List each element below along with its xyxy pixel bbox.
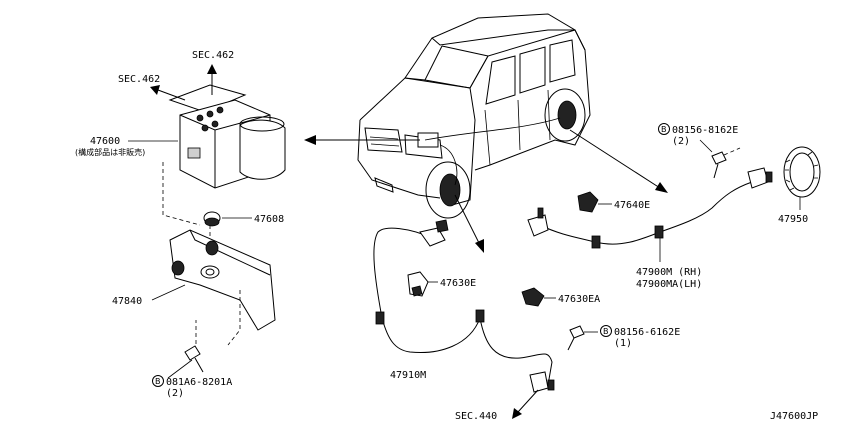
- rubber-mount: [203, 211, 221, 227]
- label-part-08156-8162E: 08156-8162E: [672, 125, 738, 136]
- diagram-id: J47600JP: [770, 411, 818, 422]
- clip-47630E: [407, 271, 429, 297]
- clip-47630EA: [521, 287, 545, 307]
- label-part-08156-8162E-qty: (2): [672, 136, 690, 147]
- tone-ring: [783, 146, 821, 198]
- rear-sensor-harness: [527, 167, 773, 249]
- label-part-08156-6162E-qty: (1): [614, 338, 632, 349]
- label-sec440: SEC.440: [455, 411, 497, 422]
- clip-47640E: [577, 191, 599, 213]
- label-part-47900MA: 47900MA(LH): [636, 279, 702, 290]
- label-part-47640E: 47640E: [614, 200, 650, 211]
- bolt-08156-8162E: [711, 151, 727, 179]
- abs-actuator-unit: [168, 84, 286, 189]
- label-part-47630E: 47630E: [440, 278, 476, 289]
- label-part-47910M: 47910M: [390, 370, 426, 381]
- label-part-47630EA: 47630EA: [558, 294, 600, 305]
- label-part-47900M: 47900M (RH): [636, 267, 702, 278]
- label-sec462-left: SEC.462: [118, 74, 160, 85]
- dashed-leader-actuator: [162, 162, 201, 226]
- label-part-08156-6162E: 08156-6162E: [614, 327, 680, 338]
- label-part-47950: 47950: [778, 214, 808, 225]
- label-part-47600-note: (構成部品は非販売): [75, 147, 145, 157]
- front-sensor-harness: [373, 219, 555, 393]
- bolt-symbol-08156-8162E: B: [661, 125, 667, 134]
- label-part-081A6-qty: (2): [166, 388, 184, 399]
- leader-arrows: [304, 129, 668, 253]
- bolt-symbol-08156-6162E: B: [603, 327, 609, 336]
- bolt-081A6: [184, 345, 204, 373]
- sec462-arrows: [150, 64, 217, 101]
- label-part-081A6: 081A6-8201A: [166, 377, 232, 388]
- label-part-47600: 47600: [90, 136, 120, 147]
- sec440-arrow: [512, 389, 539, 419]
- bolt-08156-6162E: [567, 325, 585, 351]
- label-part-47608: 47608: [254, 214, 284, 225]
- vehicle-illustration: [357, 13, 591, 219]
- bolt-symbol-081A6: B: [155, 377, 161, 386]
- label-part-47840: 47840: [112, 296, 142, 307]
- actuator-bracket: [169, 229, 276, 346]
- label-sec462-top: SEC.462: [192, 50, 234, 61]
